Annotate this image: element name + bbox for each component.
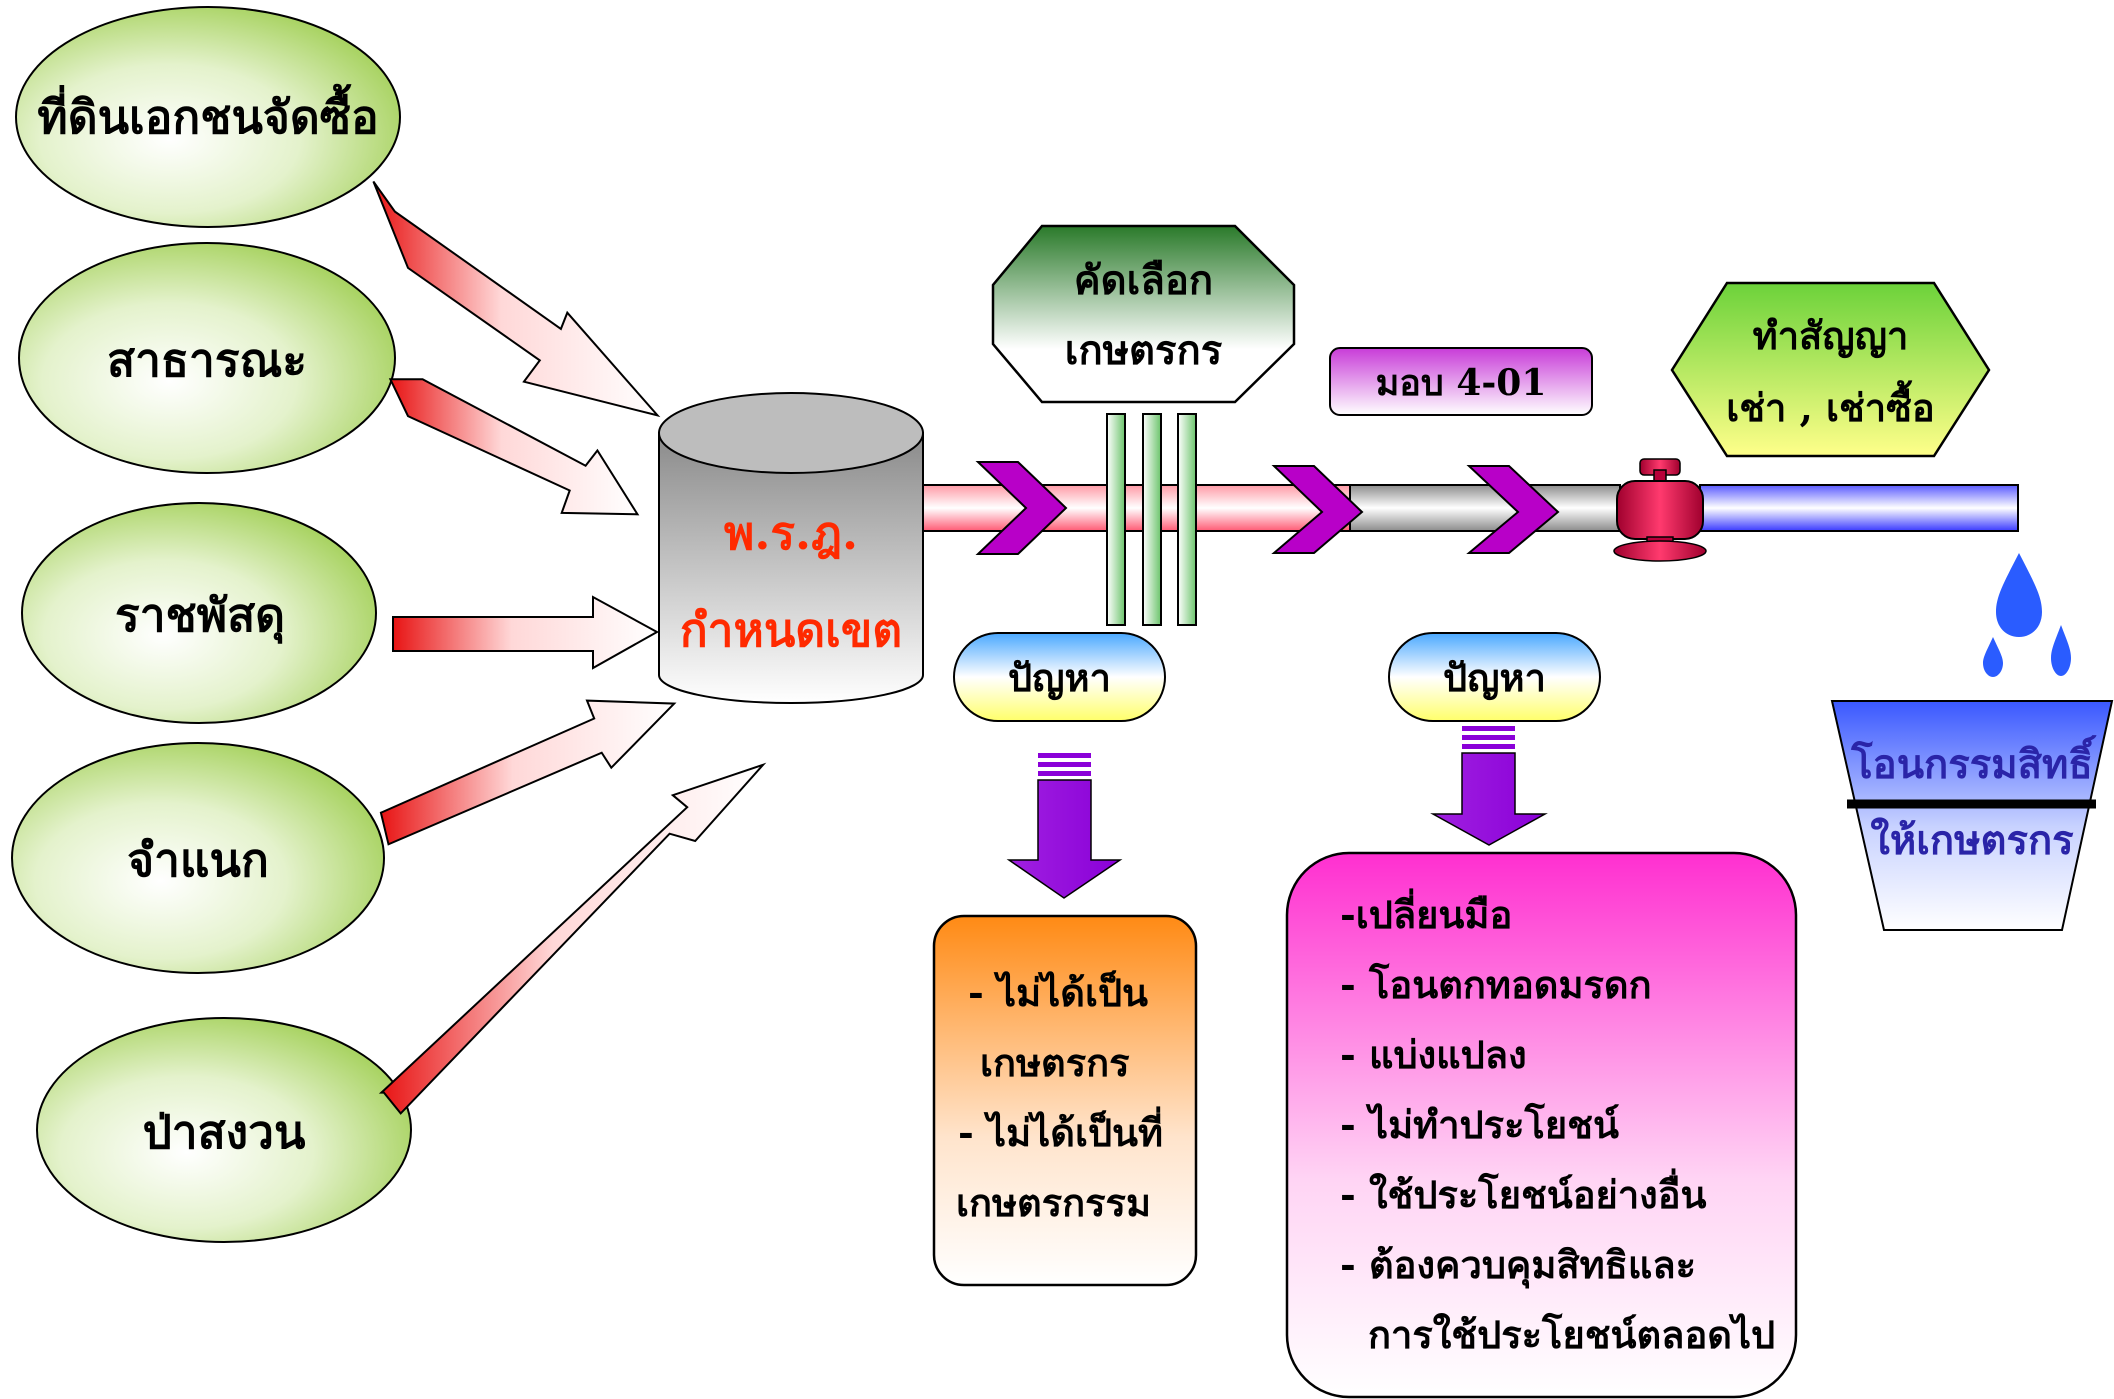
problem-list-1: - ไม่ได้เป็น เกษตรกร - ไม่ได้เป็นที่ เกษ…: [950, 940, 1190, 1270]
problem-capsule-2: [1388, 632, 1601, 722]
select-label-line1: คัดเลือก: [1073, 257, 1214, 304]
flow-chevron-2: [1271, 465, 1364, 554]
assign-label: มอบ 4-01: [1375, 361, 1547, 404]
pipe-segment-blue: [1699, 484, 2019, 532]
transfer-label-line2: ให้เกษตรกร: [1870, 817, 2074, 864]
title-transfer-bucket: [1830, 700, 2114, 931]
decree-cylinder: [658, 392, 924, 704]
source-label-treasury: ราชพัสดุ: [114, 587, 286, 642]
problem-item: - ไม่ได้เป็นที่: [958, 1110, 1164, 1155]
problem-item: - ไม่ได้เป็น: [968, 970, 1149, 1015]
problem-capsule-1: [953, 632, 1166, 722]
down-arrow-2: [1430, 726, 1548, 846]
source-label-private: ที่ดินเอกชนจัดซื้อ: [37, 89, 379, 144]
arrow-treasury-to-decree: [392, 595, 660, 670]
contract-label-line2: เช่า , เช่าซื้อ: [1726, 384, 1935, 430]
problem-item: - ไม่ทำประโยชน์: [1340, 1102, 1619, 1147]
flow-chevron-1: [975, 461, 1068, 555]
arrow-public-to-decree: [388, 378, 640, 516]
source-ellipse-classified: [11, 742, 385, 974]
filter-post-3: [1177, 413, 1197, 626]
valve-icon: [1613, 458, 1707, 562]
problem-list-2: -เปลี่ยนมือ - โอนตกทอดมรดก - แบ่งแปลง - …: [1340, 870, 1780, 1370]
source-ellipse-public: [18, 242, 396, 474]
select-farmers-octagon: [991, 224, 1296, 404]
water-drop-icon: [1983, 637, 2003, 677]
arrow-private-to-decree: [372, 180, 661, 418]
down-arrow-1: [1006, 753, 1123, 899]
problem-label-2: ปัญหา: [1443, 654, 1546, 700]
source-label-reserve: ป่าสงวน: [142, 1104, 306, 1159]
decree-label-line2: กำหนดเขต: [679, 602, 903, 657]
water-drop-icon: [2051, 625, 2071, 676]
flow-chevron-3: [1466, 465, 1560, 554]
problem-item: เกษตรกรรม: [956, 1180, 1152, 1225]
arrow-reserve-to-decree: [378, 762, 767, 1115]
assign-box: [1329, 347, 1593, 416]
water-drop-icon: [1996, 553, 2042, 637]
problem-label-1: ปัญหา: [1008, 654, 1111, 700]
problem-item: - ต้องควบคุมสิทธิและ: [1340, 1242, 1697, 1287]
problem-result-box-1: [932, 914, 1198, 1287]
problem-item: -เปลี่ยนมือ: [1340, 892, 1513, 937]
transfer-label-line1: โอนกรรมสิทธิ์: [1851, 741, 2093, 788]
pipe-segment-gray: [1349, 484, 1621, 532]
problem-item: - แบ่งแปลง: [1340, 1032, 1527, 1077]
contract-label-line1: ทำสัญญา: [1752, 312, 1909, 358]
source-ellipse-reserve: [36, 1017, 412, 1243]
source-ellipse-private: [15, 6, 401, 228]
filter-post-2: [1142, 413, 1162, 626]
filter-post-1: [1106, 413, 1126, 626]
select-label-line2: เกษตรกร: [1064, 327, 1223, 374]
problem-item: การใช้ประโยชน์ตลอดไป: [1368, 1312, 1776, 1357]
contract-hexagon: [1670, 281, 1991, 458]
source-label-classified: จำแนก: [127, 832, 269, 887]
pipe-segment-pink: [919, 484, 1351, 532]
problem-item: เกษตรกร: [980, 1040, 1130, 1085]
problem-result-box-2: [1285, 851, 1798, 1399]
problem-item: - ใช้ประโยชน์อย่างอื่น: [1340, 1172, 1707, 1217]
source-ellipse-treasury: [21, 502, 377, 724]
problem-item: - โอนตกทอดมรดก: [1340, 962, 1652, 1007]
decree-label-line1: พ.ร.ฎ.: [724, 505, 858, 560]
arrow-classified-to-decree: [379, 699, 677, 846]
source-label-public: สาธารณะ: [107, 332, 307, 387]
